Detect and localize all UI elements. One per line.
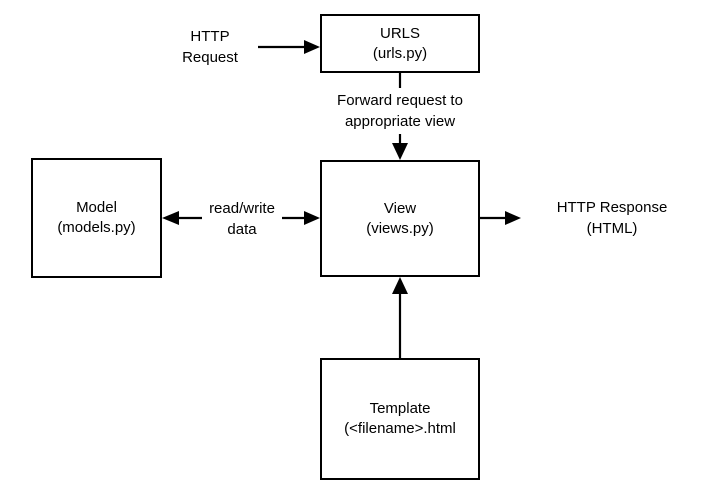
model-box[interactable]: Model (models.py) — [31, 158, 162, 278]
read-write-data-label-line2: data — [227, 221, 257, 238]
read-write-data-label: read/write data — [202, 195, 282, 243]
http-response-label: HTTP Response (HTML) — [527, 193, 697, 243]
arrow-model-to-view — [280, 211, 320, 225]
http-request-label-line2: Request — [182, 49, 238, 66]
template-box-subtitle: (<filename>.html — [344, 420, 456, 437]
urls-box-title: URLS — [379, 24, 420, 42]
arrow-http-request-to-urls — [258, 40, 320, 54]
template-box[interactable]: Template (<filename>.html — [320, 358, 480, 480]
http-response-label-line1: HTTP Response — [556, 199, 668, 216]
forward-request-label: Forward request to appropriate view — [312, 88, 488, 134]
forward-request-label-line1: Forward request to — [337, 92, 463, 109]
http-response-label-line2: (HTML) — [586, 220, 638, 237]
view-box-subtitle: (views.py) — [366, 219, 434, 237]
view-box[interactable]: View (views.py) — [320, 160, 480, 277]
arrow-view-to-http-response — [480, 211, 521, 225]
urls-box-subtitle: (urls.py) — [372, 44, 428, 62]
http-request-label-line1: HTTP — [190, 28, 230, 45]
forward-request-label-line2: appropriate view — [344, 113, 456, 130]
model-box-subtitle: (models.py) — [57, 219, 136, 236]
template-box-title: Template — [369, 400, 431, 417]
arrow-view-to-model — [162, 211, 205, 225]
model-box-title: Model — [76, 199, 117, 216]
view-box-title: View — [383, 199, 417, 217]
read-write-data-label-line1: read/write — [209, 200, 275, 217]
urls-box[interactable]: URLS (urls.py) — [320, 14, 480, 73]
arrow-template-to-view — [392, 277, 408, 358]
http-request-label: HTTP Request — [160, 22, 260, 72]
